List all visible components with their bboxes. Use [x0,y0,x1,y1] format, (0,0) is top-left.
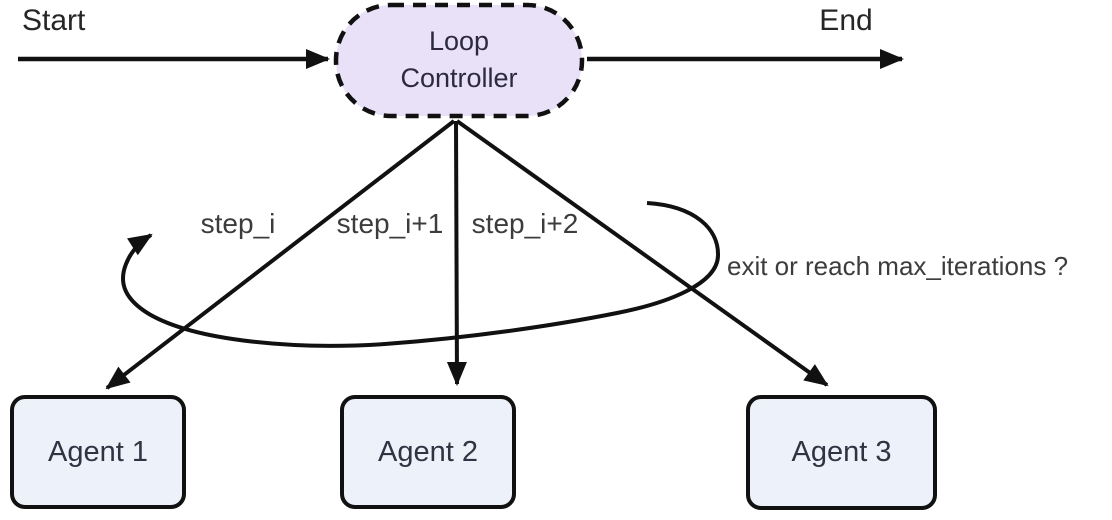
end-label: End [819,4,873,37]
edge-label-step-i-plus-2: step_i+2 [471,208,579,239]
exit-condition-label: exit or reach max_iterations ? [727,251,1069,281]
agent1-node [10,395,186,509]
agent2-node-label: Agent 2 [378,435,478,468]
agent3-node [746,395,937,510]
loop-controller-to-agent3-arrow [455,119,829,387]
agent1-node-label: Agent 1 [48,435,148,468]
loop-controller-node [333,2,585,119]
edge-label-step-i: step_i [200,208,276,239]
loop-controller-node-label-text: Loop Controller [400,25,518,93]
agent3-node-label: Agent 3 [791,436,892,468]
edge-label-step-i-plus-1: step_i+1 [336,208,444,239]
loop-controller-to-agent1-arrow [105,119,456,390]
loop-controller-to-agent2-arrow [446,120,467,386]
loop-iteration-curve-arrow [121,201,721,348]
agent2-node [340,395,516,509]
loop-controller-node-label: Loop Controller [335,4,583,116]
start-label: Start [22,4,86,37]
